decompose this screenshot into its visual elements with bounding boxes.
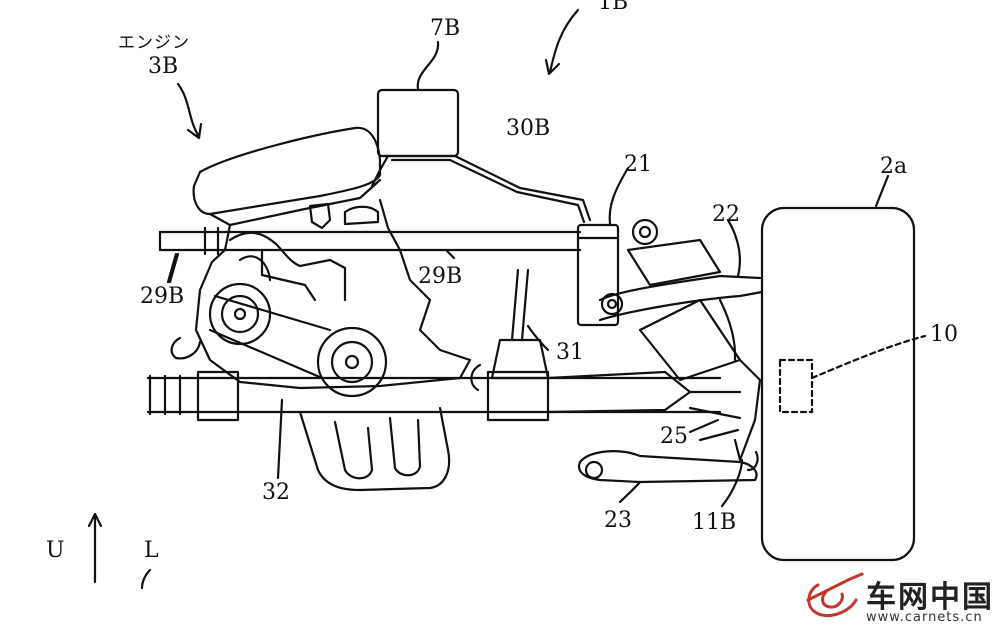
label-11b: 11B — [692, 510, 737, 535]
leader-32 — [276, 398, 284, 480]
axis-left-mark — [140, 568, 152, 590]
label-23: 23 — [604, 508, 632, 533]
belt — [208, 294, 332, 380]
watermark-logo — [806, 572, 864, 617]
label-1b: 1B — [598, 0, 629, 15]
label-3b: 3B — [148, 54, 179, 79]
engine-block — [194, 198, 472, 390]
label-31: 31 — [556, 340, 584, 365]
tire-2a — [760, 206, 916, 562]
leader-2a — [874, 174, 890, 208]
axis-label-l: L — [144, 538, 159, 563]
axis-label-u: U — [46, 538, 65, 563]
label-22: 22 — [712, 202, 740, 227]
label-30b: 30B — [506, 116, 551, 141]
lower-arm-23 — [577, 450, 758, 484]
breather-fitting — [308, 202, 332, 230]
leader-29b-left — [168, 252, 180, 284]
label-25: 25 — [660, 424, 688, 449]
leader-11b — [720, 458, 744, 508]
module-21 — [576, 223, 620, 327]
canister-7b — [376, 88, 460, 158]
label-engine-jp: エンジン — [118, 33, 190, 53]
label-21: 21 — [624, 152, 652, 177]
leader-23 — [618, 480, 642, 504]
leader-29b-mid — [444, 248, 456, 260]
label-29b-mid: 29B — [418, 264, 463, 289]
oil-pan-32 — [298, 406, 451, 492]
strut-damper — [626, 238, 722, 287]
arrow-1b — [548, 8, 580, 74]
label-29b-left: 29B — [140, 284, 185, 309]
arrow-3b — [176, 82, 200, 137]
label-7b: 7B — [430, 16, 461, 41]
steering-shaft-31 — [510, 268, 530, 342]
label-10: 10 — [930, 322, 958, 347]
label-2a: 2a — [880, 154, 908, 179]
leader-7b — [416, 40, 440, 91]
label-32: 32 — [262, 480, 290, 505]
pulley-crank — [316, 326, 388, 398]
watermark-url: www.carnets.cn — [866, 610, 983, 625]
leader-25 — [688, 418, 720, 434]
tie-rod-25 — [688, 406, 742, 420]
engine-cover-3b — [192, 126, 382, 216]
steering-rack — [146, 376, 722, 414]
leader-21 — [608, 166, 630, 226]
upper-arm-22 — [598, 274, 762, 302]
knuckle-11b — [733, 358, 762, 472]
leader-10 — [810, 334, 927, 380]
leader-31 — [526, 324, 550, 352]
watermark-name: 车网中国 — [866, 580, 994, 615]
leader-22 — [726, 218, 741, 278]
sensor-box-10 — [778, 358, 814, 414]
